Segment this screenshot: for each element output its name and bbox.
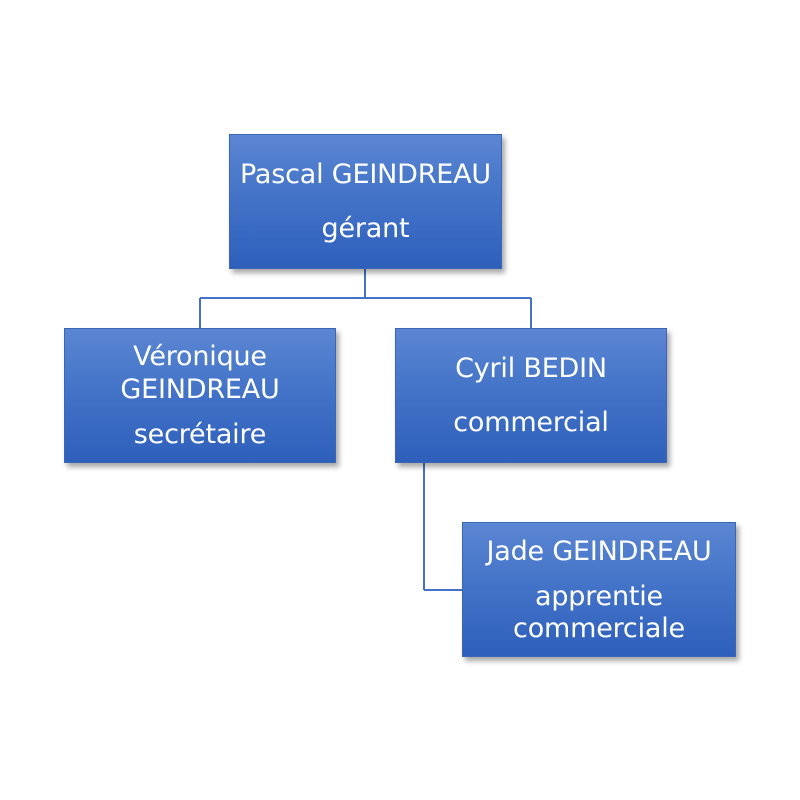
node-name: Pascal GEINDREAU bbox=[240, 158, 491, 190]
node-role-line2: commerciale bbox=[513, 612, 685, 644]
node-name: Cyril BEDIN bbox=[455, 352, 607, 384]
node-jade-geindreau: Jade GEINDREAU apprentie commerciale bbox=[462, 522, 736, 657]
node-pascal-geindreau: Pascal GEINDREAU gérant bbox=[229, 134, 502, 269]
node-name: Jade GEINDREAU bbox=[486, 535, 712, 567]
node-veronique-geindreau: Véronique GEINDREAU secrétaire bbox=[64, 328, 336, 463]
node-name-line2: GEINDREAU bbox=[120, 374, 280, 405]
node-role: secrétaire bbox=[133, 419, 267, 450]
node-name-line1: Véronique bbox=[133, 341, 267, 372]
node-role: commercial bbox=[453, 406, 609, 438]
node-role: gérant bbox=[321, 212, 410, 244]
node-cyril-bedin: Cyril BEDIN commercial bbox=[395, 328, 667, 463]
node-role-line1: apprentie bbox=[535, 580, 663, 612]
